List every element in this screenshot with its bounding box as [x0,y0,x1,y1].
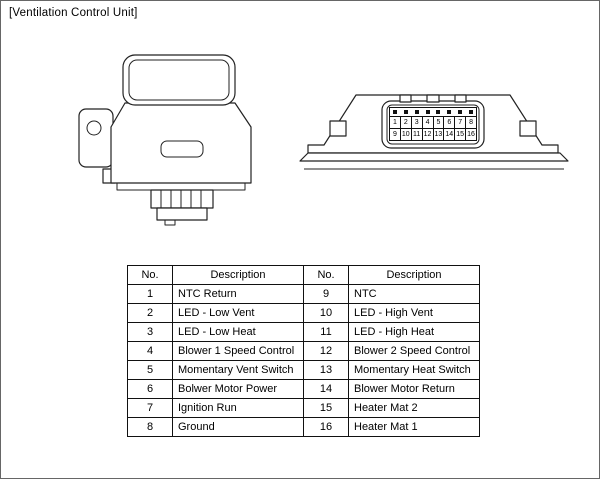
base-strip [299,152,569,162]
table-row: 4 Blower 1 Speed Control 12 Blower 2 Spe… [127,341,480,361]
pin-no-cell: 11 [303,322,349,342]
pin-no-cell: 8 [127,417,173,437]
pin-number: 1 [390,117,401,128]
pin-desc-cell: Ignition Run [172,398,304,418]
mounting-ear [78,108,114,168]
pin-opening [414,110,419,114]
latch-tab [454,94,467,103]
pin-number: 3 [412,117,423,128]
col-header-no-left: No. [127,265,173,285]
pin-number: 9 [390,129,401,140]
face-slot [160,140,204,158]
pin-desc-cell: Bolwer Motor Power [172,379,304,399]
pin-number: 13 [434,129,445,140]
pin-number: 16 [467,131,475,138]
pin-number: 4 [423,117,434,128]
ear-right [519,120,537,137]
unit-perspective-svg [78,54,252,226]
latch-tab [399,94,412,103]
pin-number: 11 [412,129,423,140]
pin-desc-cell: LED - High Vent [348,303,480,323]
unit-body [110,102,252,184]
pin-desc-cell: Momentary Vent Switch [172,360,304,380]
connector-foot [164,219,176,226]
col-header-desc-right: Description [348,265,480,285]
pin-desc-cell: Ground [172,417,304,437]
pin-no-cell: 2 [127,303,173,323]
pin-number: 8 [469,119,474,126]
pin-no-cell: 3 [127,322,173,342]
unit-perspective-drawing [73,49,268,227]
pin-opening [393,110,398,114]
pin-number: 5 [434,117,445,128]
pin-desc-cell: Heater Mat 1 [348,417,480,437]
pin-desc-cell: Blower Motor Return [348,379,480,399]
pin-number: 14 [444,129,456,140]
pin-no-cell: 6 [127,379,173,399]
table-row: 7 Ignition Run 15 Heater Mat 2 [127,398,480,418]
latch-tab [426,94,440,103]
pin-openings-row [390,108,476,117]
pin-desc-cell: Heater Mat 2 [348,398,480,418]
pin-number: 10 [401,129,412,140]
pin-no-cell: 9 [303,284,349,304]
pin-desc-cell: Blower 1 Speed Control [172,341,304,361]
connector-pin-grid: 1 2 3 4 5 6 7 8 9 10 11 12 13 14 15 16 [389,107,477,141]
table-row: 1 NTC Return 9 NTC [127,284,480,304]
col-header-desc-left: Description [172,265,304,285]
pin-no-cell: 10 [303,303,349,323]
table-header-row: No. Description No. Description [127,265,480,285]
table-row: 2 LED - Low Vent 10 LED - High Vent [127,303,480,323]
pin-desc-cell: Momentary Heat Switch [348,360,480,380]
pin-no-cell: 16 [303,417,349,437]
table-row: 6 Bolwer Motor Power 14 Blower Motor Ret… [127,379,480,399]
ear-left [329,120,347,137]
pin-no-cell: 12 [303,341,349,361]
top-cover-outer [122,54,236,106]
pin-number: 2 [401,117,412,128]
pin-desc-cell: Blower 2 Speed Control [348,341,480,361]
pin-number: 15 [455,129,467,140]
pin-opening [468,110,473,114]
pin-opening [457,110,462,114]
top-cover-inner [128,59,230,101]
unit-body-lip [116,183,246,191]
pin-opening [404,110,409,114]
pin-no-cell: 7 [127,398,173,418]
connector-ribs [160,190,202,208]
pin-opening [425,110,430,114]
pin-no-cell: 1 [127,284,173,304]
pin-no-cell: 13 [303,360,349,380]
pin-number: 7 [455,117,467,128]
pin-number: 6 [444,117,456,128]
pin-desc-cell: NTC [348,284,480,304]
pin-number: 12 [423,129,434,140]
connector-inner [386,104,480,145]
mounting-hole [86,120,102,136]
pin-opening [447,110,452,114]
pin-no-cell: 5 [127,360,173,380]
pin-no-cell: 15 [303,398,349,418]
pin-description-table: No. Description No. Description 1 NTC Re… [127,265,480,437]
pin-no-cell: 4 [127,341,173,361]
pin-number-row-2: 9 10 11 12 13 14 15 16 [390,128,476,140]
pin-number-row-1: 1 2 3 4 5 6 7 8 [390,117,476,128]
table-row: 8 Ground 16 Heater Mat 1 [127,417,480,437]
pin-desc-cell: NTC Return [172,284,304,304]
pin-desc-cell: LED - Low Vent [172,303,304,323]
col-header-no-right: No. [303,265,349,285]
table-row: 5 Momentary Vent Switch 13 Momentary Hea… [127,360,480,380]
pin-desc-cell: LED - High Heat [348,322,480,342]
connector-shroud [150,189,214,209]
connector-shroud-lower [156,207,208,221]
pin-desc-cell: LED - Low Heat [172,322,304,342]
table-row: 3 LED - Low Heat 11 LED - High Heat [127,322,480,342]
page-title: [Ventilation Control Unit] [9,7,138,19]
pin-no-cell: 14 [303,379,349,399]
pin-opening [436,110,441,114]
